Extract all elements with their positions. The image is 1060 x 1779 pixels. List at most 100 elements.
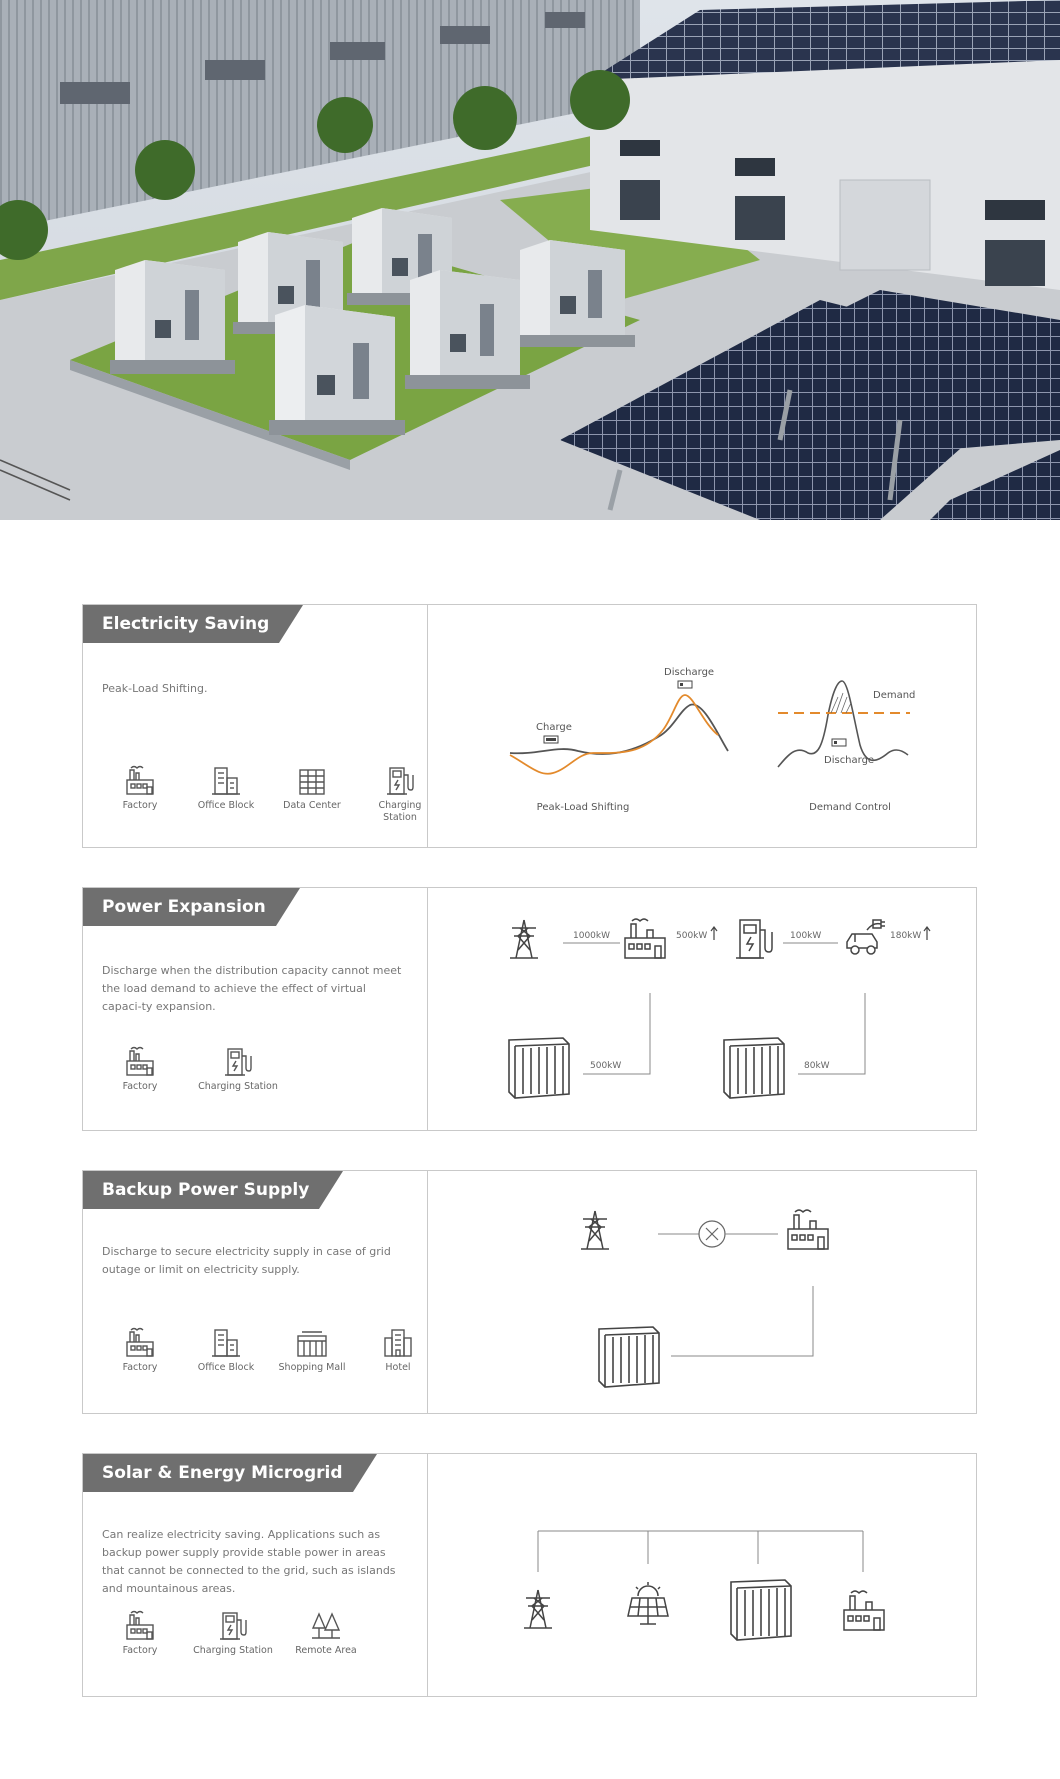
arrow-up-icon: [923, 926, 931, 940]
app-office-block: Office Block: [183, 1327, 269, 1374]
factory-icon: [126, 1610, 154, 1640]
app-label: Remote Area: [295, 1645, 357, 1656]
section-description: Peak-Load Shifting.: [102, 682, 208, 695]
ev-car-icon: [846, 919, 886, 955]
application-list: Factory Office Block Data Center Chargin…: [97, 765, 445, 824]
app-remote-area: Remote Area: [283, 1610, 369, 1657]
battery-icon: [831, 738, 847, 747]
arrow-up-icon: [710, 926, 718, 940]
section-title-tab: Power Expansion: [83, 888, 300, 926]
application-list: Factory Charging Station Remote Area: [97, 1610, 369, 1657]
app-factory: Factory: [97, 1046, 183, 1093]
section-power-expansion: Power Expansion Discharge when the distr…: [82, 887, 977, 1131]
section-diagram: [428, 1454, 976, 1696]
transmission-tower-icon: [509, 919, 539, 959]
solar-panel-icon: [627, 1581, 669, 1625]
app-label: Data Center: [283, 800, 341, 811]
storage-container-icon: [723, 1037, 785, 1099]
factory-icon: [624, 918, 666, 959]
microgrid-bus: [537, 1530, 864, 1572]
app-label: Shopping Mall: [278, 1362, 346, 1373]
caption-peak-load-shifting: Peak-Load Shifting: [537, 802, 630, 813]
demand-hatch: [830, 692, 852, 714]
demand-curve: [777, 680, 909, 768]
load-demand-2: 180kW: [890, 931, 921, 941]
grid-capacity-2: 100kW: [790, 931, 821, 941]
app-label: Factory: [122, 1081, 158, 1092]
charging-station-icon: [224, 1048, 252, 1076]
app-label: Office Block: [197, 800, 255, 811]
load-curve: [509, 703, 729, 755]
section-title-tab: Backup Power Supply: [83, 1171, 344, 1209]
app-office-block: Office Block: [183, 765, 269, 824]
section-description: Discharge when the distribution capacity…: [102, 964, 402, 1013]
section-solar-energy-microgrid: Solar & Energy Microgrid Can realize ele…: [82, 1453, 977, 1697]
charging-station-icon: [386, 767, 414, 795]
factory-icon: [126, 765, 154, 795]
factory-icon: [787, 1209, 829, 1250]
section-title: Solar & Energy Microgrid: [83, 1454, 353, 1492]
hotel-icon: [384, 1329, 412, 1357]
app-label: Factory: [122, 1645, 158, 1656]
app-label: Charging Station: [198, 1081, 278, 1092]
discharge-label-2: Discharge: [824, 755, 874, 766]
office-block-icon: [211, 767, 241, 795]
data-center-icon: [299, 769, 325, 795]
charging-station-icon: [735, 919, 773, 959]
app-factory: Factory: [97, 1327, 183, 1374]
factory-icon: [126, 1046, 154, 1076]
app-factory: Factory: [97, 1610, 183, 1657]
caption-demand-control: Demand Control: [809, 802, 891, 813]
section-backup-power-supply: Backup Power Supply Discharge to secure …: [82, 1170, 977, 1414]
remote-area-icon: [311, 1613, 341, 1639]
charging-station-icon: [219, 1612, 247, 1640]
app-factory: Factory: [97, 765, 183, 824]
section-title-tab: Solar & Energy Microgrid: [83, 1454, 377, 1492]
section-info-panel: Solar & Energy Microgrid Can realize ele…: [83, 1454, 428, 1696]
battery-icon: [677, 680, 693, 689]
app-shopping-mall: Shopping Mall: [269, 1327, 355, 1374]
app-data-center: Data Center: [269, 765, 355, 824]
demand-label: Demand: [873, 690, 915, 701]
shopping-mall-icon: [297, 1331, 327, 1357]
application-list: Factory Office Block Shopping Mall Hotel: [97, 1327, 441, 1374]
section-description: Discharge to secure electricity supply i…: [102, 1245, 391, 1276]
section-info-panel: Electricity Saving Peak-Load Shifting. F…: [83, 605, 428, 847]
section-description: Can realize electricity saving. Applicat…: [102, 1528, 396, 1595]
office-block-icon: [211, 1329, 241, 1357]
transmission-tower-icon: [580, 1210, 610, 1250]
storage-capacity-2: 80kW: [804, 1061, 830, 1071]
app-label: Factory: [122, 1362, 158, 1373]
application-list: Factory Charging Station: [97, 1046, 293, 1093]
app-label: Charging Station: [378, 800, 422, 823]
app-charging-station: Charging Station: [183, 1046, 293, 1093]
section-electricity-saving: Electricity Saving Peak-Load Shifting. F…: [82, 604, 977, 848]
section-title: Electricity Saving: [83, 605, 280, 643]
grid-capacity-1: 1000kW: [573, 931, 610, 941]
transmission-tower-icon: [523, 1589, 553, 1629]
factory-icon: [843, 1590, 885, 1631]
discharge-label: Discharge: [664, 667, 714, 678]
section-diagram: [428, 1171, 976, 1413]
app-hotel: Hotel: [355, 1327, 441, 1374]
storage-container-icon: [730, 1579, 792, 1641]
charge-label: Charge: [536, 722, 572, 733]
storage-container-icon: [598, 1326, 660, 1388]
section-title: Backup Power Supply: [83, 1171, 320, 1209]
section-diagram: Charge Discharge Peak-Load Shifting Dema…: [428, 605, 976, 847]
section-title: Power Expansion: [83, 888, 276, 926]
hero-image: [0, 0, 1060, 520]
app-label: Charging Station: [193, 1645, 273, 1656]
section-title-tab: Electricity Saving: [83, 605, 304, 643]
app-label: Factory: [122, 800, 158, 811]
section-diagram: 1000kW 500kW 100kW 180kW 500kW 80kW: [428, 888, 976, 1130]
app-label: Hotel: [385, 1362, 411, 1373]
app-label: Office Block: [197, 1362, 255, 1373]
factory-icon: [126, 1327, 154, 1357]
app-charging-station: Charging Station: [183, 1610, 283, 1657]
load-demand-1: 500kW: [676, 931, 707, 941]
app-charging-station: Charging Station: [355, 765, 445, 824]
shifted-curve: [509, 694, 719, 775]
section-info-panel: Backup Power Supply Discharge to secure …: [83, 1171, 428, 1413]
battery-icon: [543, 735, 559, 744]
